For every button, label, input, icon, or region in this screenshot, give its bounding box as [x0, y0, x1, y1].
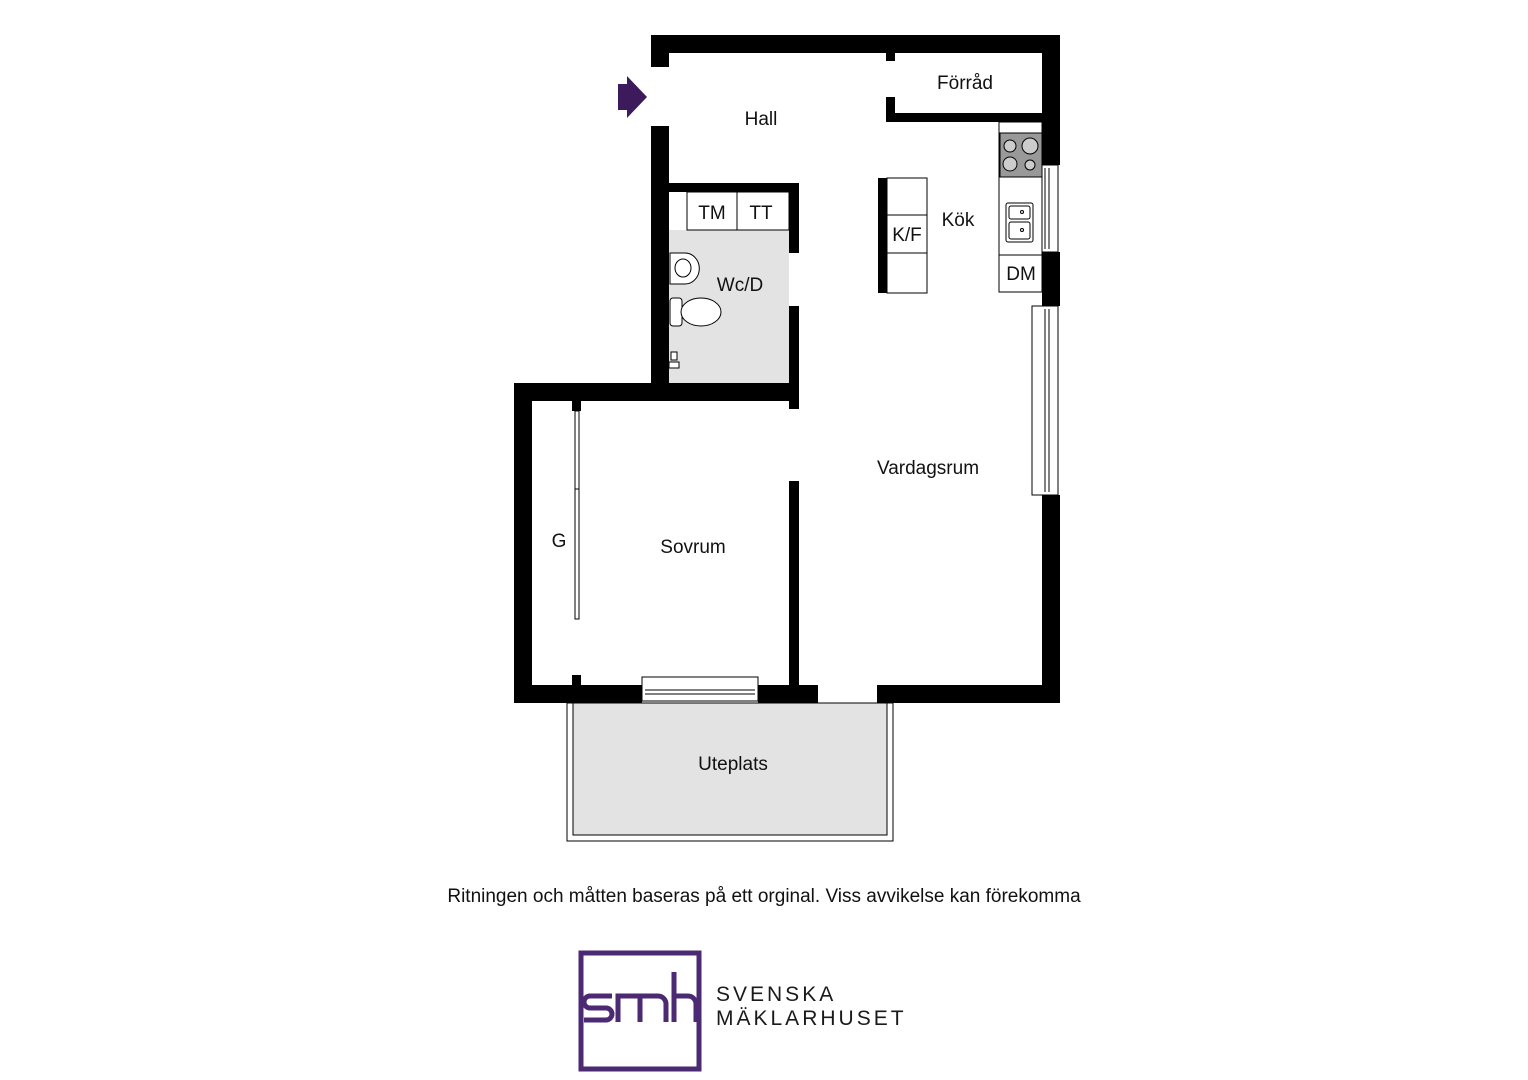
laundry-cabinets	[686, 191, 790, 231]
room-label-vardagsrum: Vardagsrum	[877, 458, 979, 479]
room-label-kok: Kök	[942, 210, 975, 231]
room-label-hall: Hall	[745, 109, 778, 130]
walls	[514, 35, 1060, 703]
patio	[566, 702, 894, 842]
floor-plan: Hall Förråd Kök Wc/D Vardagsrum Sovrum U…	[514, 35, 1060, 842]
disclaimer-text: Ritningen och måtten baseras på ett orgi…	[447, 886, 1081, 907]
room-label-uteplats: Uteplats	[698, 754, 768, 775]
brand-line-1: SVENSKA	[716, 983, 837, 1006]
brand-line-2: MÄKLARHUSET	[716, 1007, 907, 1030]
room-label-wcd: Wc/D	[717, 275, 763, 296]
fridge-freezer	[886, 177, 928, 294]
shower-icon	[668, 351, 680, 369]
stove-icon	[999, 132, 1043, 178]
fixture-label-dm: DM	[1006, 264, 1036, 285]
wardrobe-doors	[574, 410, 580, 620]
room-label-garderob: G	[552, 531, 567, 552]
entrance-arrow-icon	[618, 76, 647, 118]
smh-logo-icon	[578, 950, 702, 1072]
room-label-forrad: Förråd	[937, 73, 993, 94]
washbasin-icon	[669, 252, 700, 285]
kitchen-sink-icon	[1005, 202, 1034, 243]
toilet-icon	[669, 297, 722, 327]
fixture-label-tm: TM	[698, 203, 725, 224]
fixture-label-kf: K/F	[892, 225, 922, 246]
room-label-sovrum: Sovrum	[660, 537, 725, 558]
company-logo: SVENSKA MÄKLARHUSET	[578, 950, 938, 1074]
fixture-label-tt: TT	[749, 203, 773, 224]
